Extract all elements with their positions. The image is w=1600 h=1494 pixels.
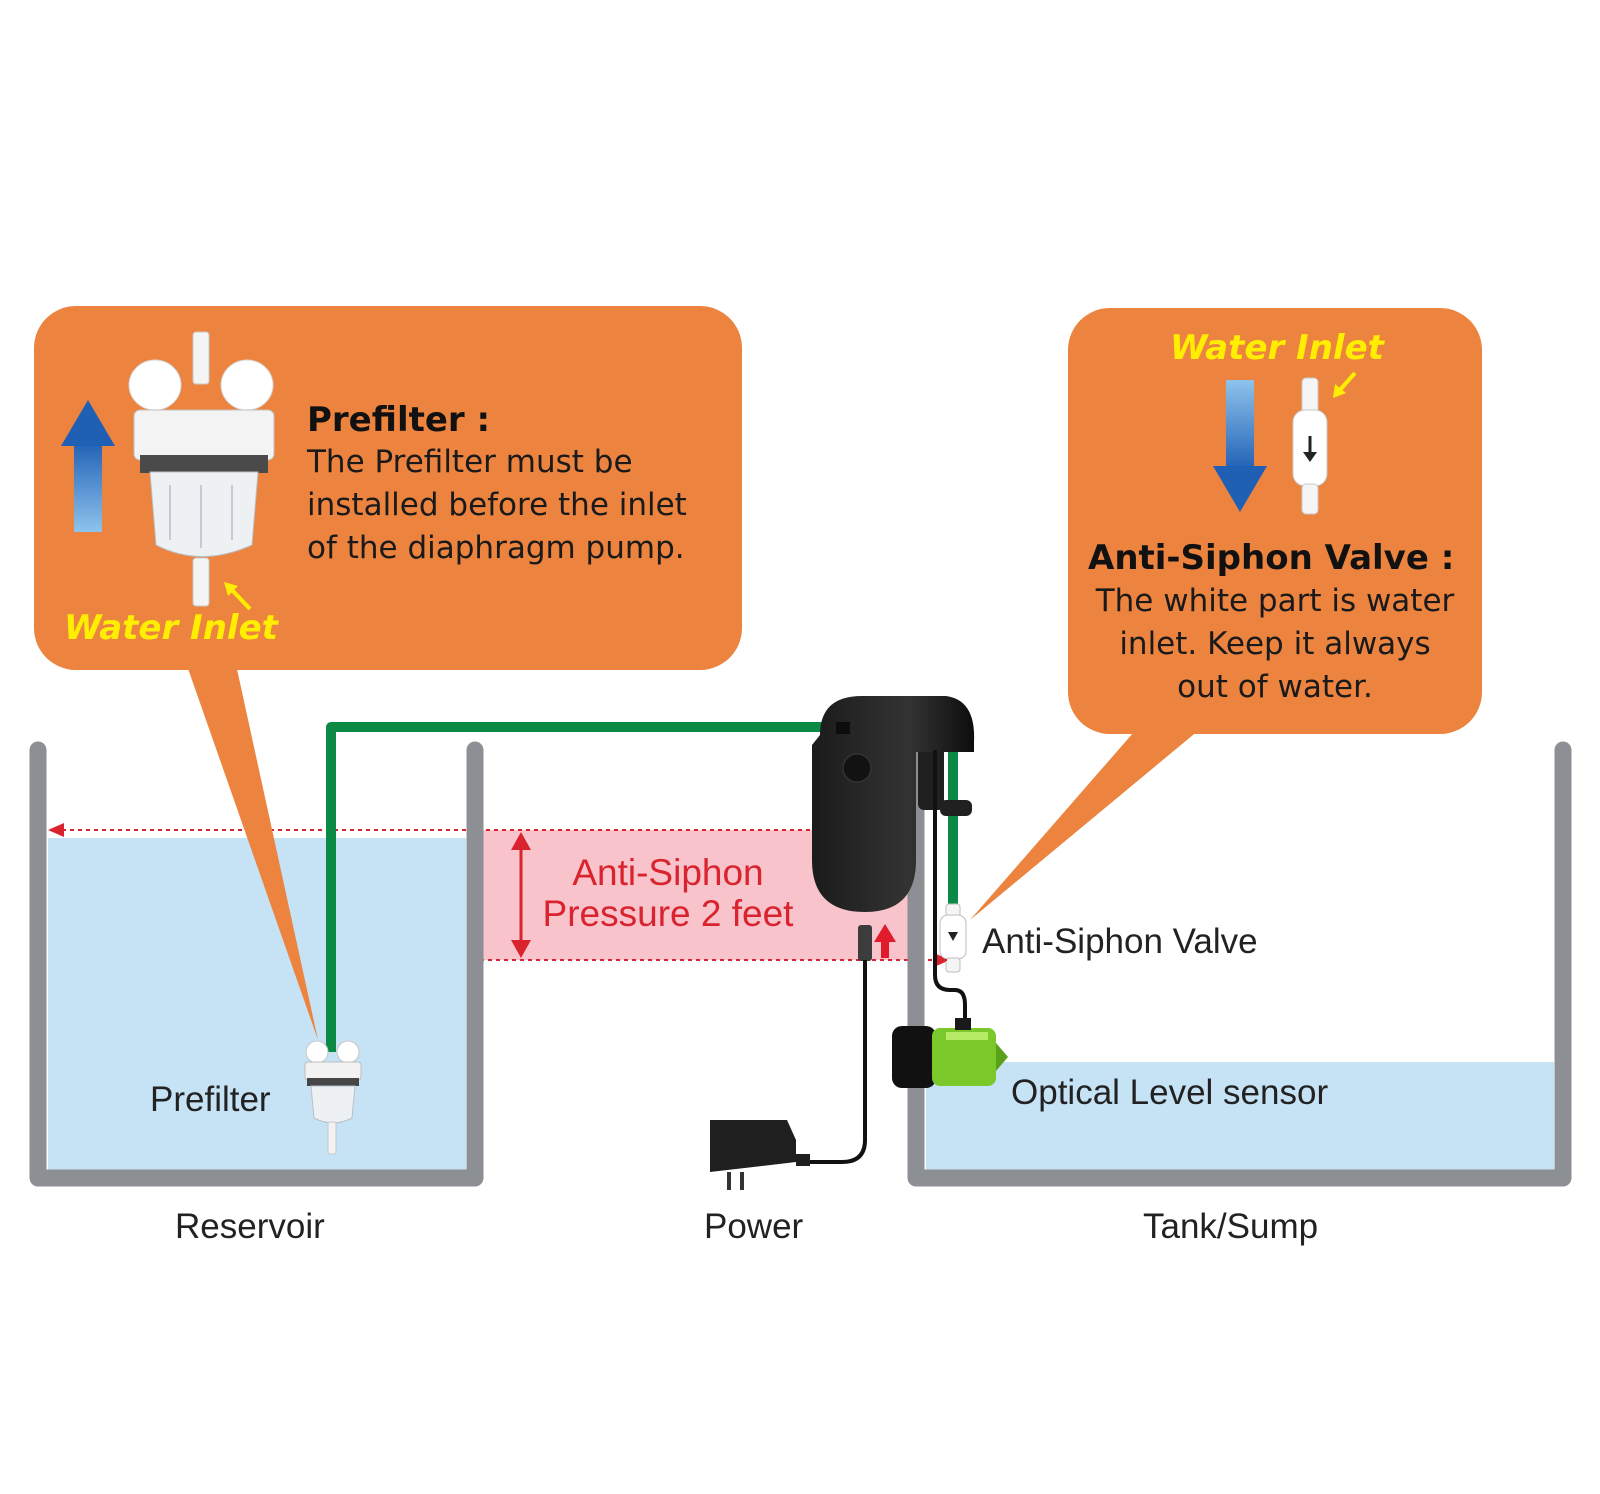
prefilter-callout-body: The Prefilter must be installed before t… [307, 441, 737, 570]
tank-wall [907, 741, 1572, 1187]
anti-siphon-pressure-label-line2: Pressure 2 feet [543, 893, 795, 934]
valve-body-line-2: inlet. Keep it always [1119, 626, 1431, 662]
power-adapter-icon [710, 1120, 810, 1190]
prefilter-label: Prefilter [150, 1080, 271, 1119]
valve-body-line-1: The white part is water [1095, 583, 1455, 619]
optical-level-sensor [892, 1018, 1008, 1088]
flow-arrow-shaft [881, 939, 889, 958]
valve-water-inlet-label: Water Inlet [1170, 328, 1384, 368]
down-arrow-icon [1213, 380, 1267, 512]
level-arrow-left-icon [48, 823, 64, 837]
prefilter-callout [34, 306, 742, 670]
prefilter-body-line-1: The Prefilter must be [307, 444, 633, 480]
valve-inlet-arrowhead [1333, 384, 1346, 398]
valve-icon [1292, 377, 1328, 515]
prefilter-callout-title: Prefilter : [307, 400, 491, 440]
prefilter-water-inlet-label: Water Inlet [64, 608, 278, 648]
prefilter-body-line-3: of the diaphragm pump. [307, 530, 685, 566]
prefilter-icon [128, 331, 275, 607]
reservoir-label: Reservoir [175, 1207, 325, 1246]
dc-plug [858, 925, 872, 961]
power-label: Power [704, 1207, 804, 1246]
inlet-tube [326, 722, 848, 1052]
valve-body-line-3: out of water. [1177, 669, 1373, 705]
valve-callout-body: The white part is water inlet. Keep it a… [1078, 580, 1472, 709]
optical-level-sensor-label: Optical Level sensor [1011, 1073, 1329, 1112]
tank-sump-label: Tank/Sump [1143, 1207, 1319, 1246]
anti-siphon-valve [939, 903, 967, 973]
prefilter-body-line-2: installed before the inlet [307, 487, 687, 523]
reservoir-water [48, 838, 466, 1170]
prefilter-inlet-arrowhead [224, 582, 238, 596]
level-arrow-right-icon [934, 953, 950, 967]
valve-callout-title: Anti-Siphon Valve : [1088, 538, 1455, 578]
anti-siphon-valve-label: Anti-Siphon Valve [982, 922, 1258, 961]
pressure-arrow-up-icon [511, 832, 531, 850]
up-arrow-icon [61, 400, 115, 532]
pressure-arrow-down-icon [511, 940, 531, 958]
prefilter-inlet-pointer [229, 587, 252, 611]
small-prefilter-icon [304, 1040, 362, 1155]
valve-callout [1068, 308, 1482, 734]
valve-callout-pointer [970, 725, 1205, 920]
flow-arrow-up-icon [874, 924, 896, 942]
anti-siphon-pressure-label-line1: Anti-Siphon [572, 852, 763, 893]
tank-water [926, 1062, 1554, 1170]
reservoir-wall [29, 741, 484, 1187]
prefilter-callout-pointer [185, 660, 318, 1040]
power-cable [805, 960, 867, 1164]
sensor-cable [933, 750, 967, 1030]
